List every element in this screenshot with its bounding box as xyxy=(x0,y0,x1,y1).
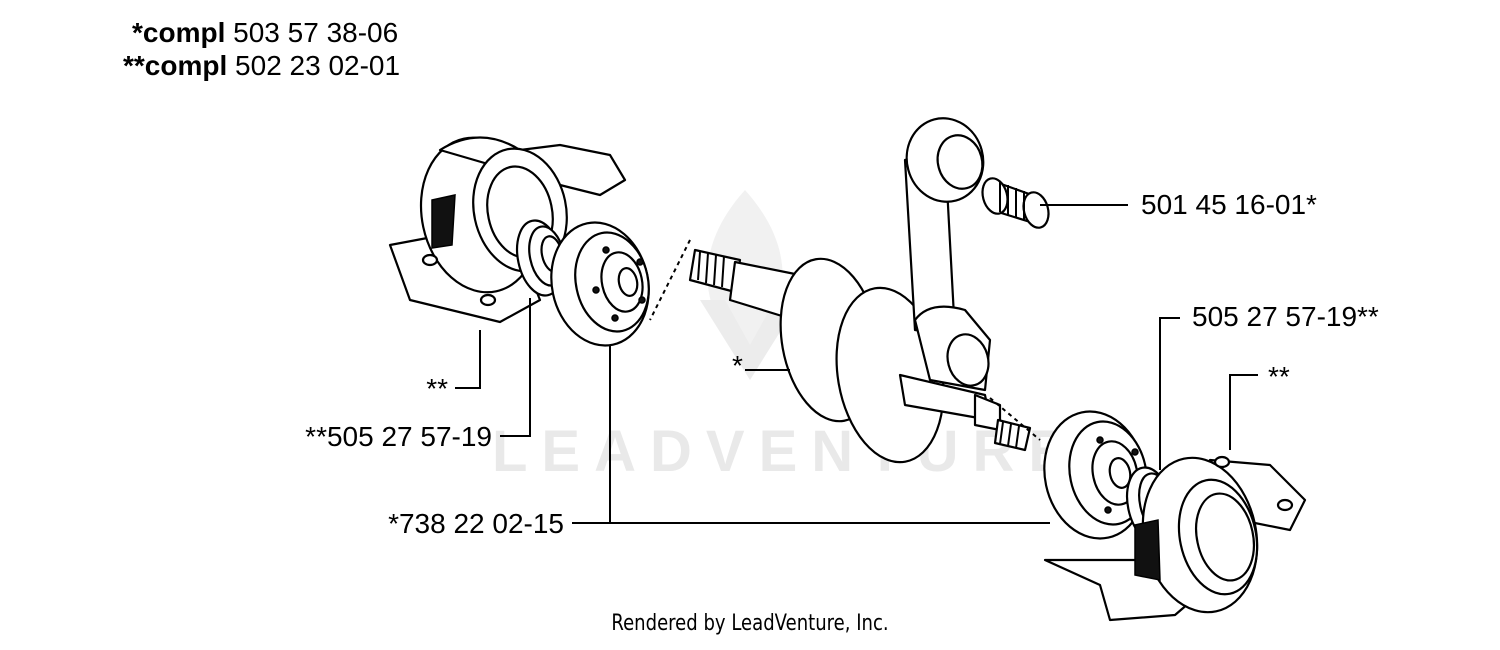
callout-ball-bearing: *738 22 02-15 xyxy=(388,508,564,539)
kit-line-1-number: 503 57 38-06 xyxy=(233,17,399,48)
callout-left-cover: ** xyxy=(426,373,448,404)
callout-left-seal: **505 27 57-19 xyxy=(305,421,492,452)
kit-line-2-label: compl xyxy=(144,50,228,81)
callout-right-cover: ** xyxy=(1268,361,1290,392)
kit-line-2-number: 502 23 02-01 xyxy=(235,50,401,81)
crankshaft[interactable] xyxy=(649,239,1041,471)
kit-line-2-stars: ** xyxy=(123,50,145,81)
kit-line-1: *compl 503 57 38-06 xyxy=(132,17,398,49)
kit-line-1-label: compl xyxy=(142,17,226,48)
kit-line-2: **compl 502 23 02-01 xyxy=(123,50,400,82)
footer-credit: Rendered by LeadVenture, Inc. xyxy=(611,611,889,636)
left-ball-bearing[interactable] xyxy=(540,213,660,354)
needle-bearing[interactable] xyxy=(979,176,1052,231)
kit-line-1-stars: * xyxy=(132,17,143,48)
right-crankcase-cover[interactable] xyxy=(1043,447,1307,623)
right-ball-bearing[interactable] xyxy=(1033,402,1157,548)
callout-needle-bearing: 501 45 16-01* xyxy=(1141,189,1317,220)
callout-crankshaft: * xyxy=(732,350,743,381)
callout-right-seal: 505 27 57-19** xyxy=(1192,301,1379,332)
connecting-rod[interactable] xyxy=(897,110,994,392)
leader-lines xyxy=(455,204,1258,524)
